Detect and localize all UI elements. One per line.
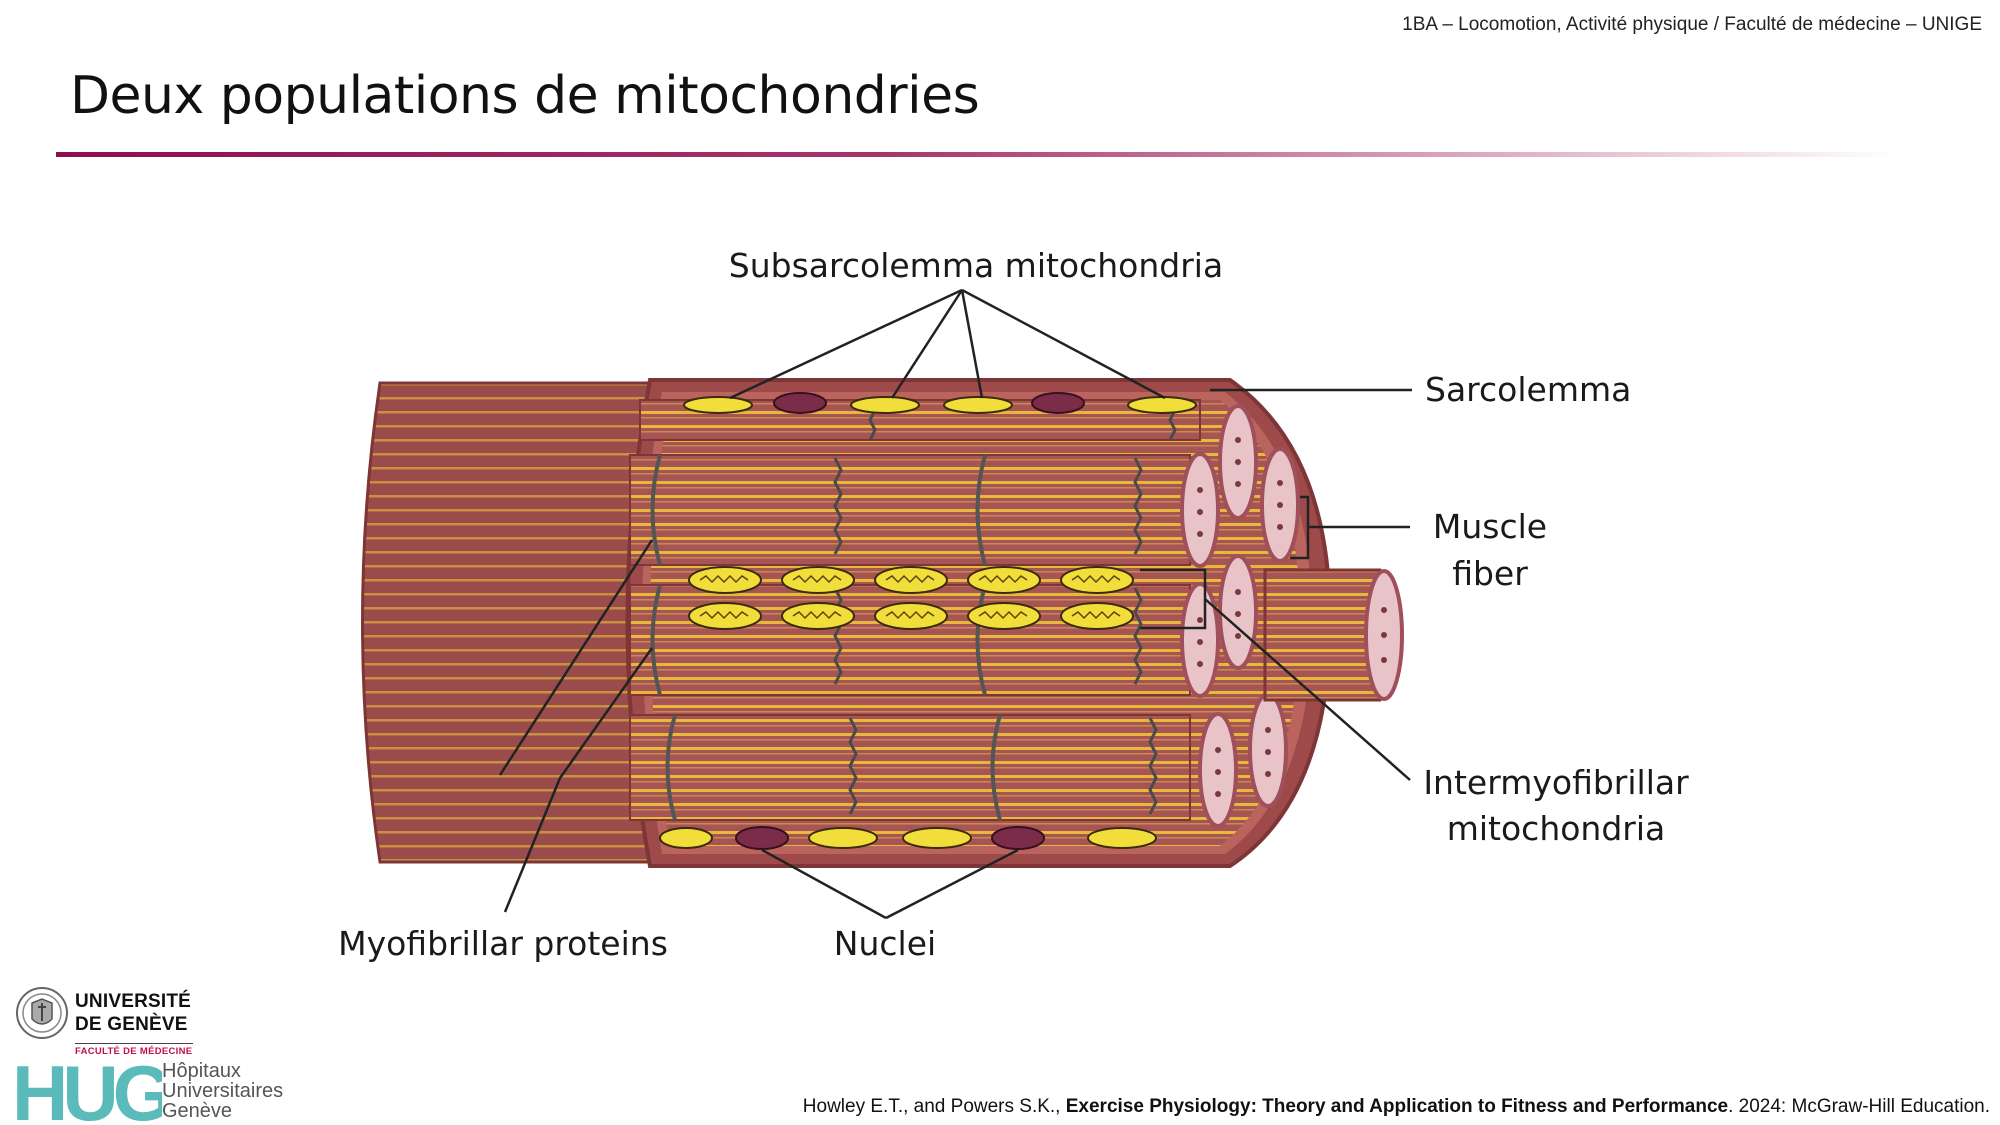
nuclei	[735, 392, 1085, 850]
leader-lines	[498, 288, 1412, 920]
label-muscle-fiber-line2: fiber	[1452, 554, 1528, 593]
citation: Howley E.T., and Powers S.K., Exercise P…	[803, 1096, 1990, 1118]
citation-work: Exercise Physiology: Theory and Applicat…	[1065, 1096, 1729, 1117]
slide-title: Deux populations de mitochondries	[70, 66, 980, 126]
hug-line1: Hôpitaux	[162, 1060, 241, 1082]
hug-wordmark: Hôpitaux Universitaires Genève	[162, 1061, 283, 1121]
unige-line1: UNIVERSITÉ	[75, 991, 192, 1012]
label-nuclei: Nuclei	[834, 924, 936, 963]
title-underline	[56, 152, 1896, 157]
unige-faculty: FACULTÉ DE MÉDECINE	[75, 1043, 193, 1057]
hug-mark: HUG	[12, 1060, 162, 1122]
label-intermyofibrillar-line2: mitochondria	[1447, 809, 1666, 848]
label-subsarcolemma-mitochondria: Subsarcolemma mitochondria	[729, 246, 1223, 285]
label-myofibrillar-proteins: Myofibrillar proteins	[338, 924, 668, 963]
unige-wordmark: UNIVERSITÉ DE GENÈVE	[75, 990, 191, 1036]
course-header: 1BA – Locomotion, Activité physique / Fa…	[1402, 14, 1982, 35]
citation-publisher: . 2024: McGraw-Hill Education.	[1728, 1096, 1990, 1117]
unige-seal-logo	[16, 987, 68, 1039]
label-intermyofibrillar-line1: Intermyofibrillar	[1423, 763, 1689, 802]
citation-authors: Howley E.T., and Powers S.K.,	[802, 1096, 1066, 1117]
hug-line3: Genève	[162, 1100, 233, 1122]
label-muscle-fiber-line1: Muscle	[1433, 507, 1547, 546]
hug-line2: Universitaires	[162, 1080, 284, 1102]
hug-logo: HUG	[12, 1060, 162, 1122]
fiber-cross-sections	[1180, 404, 1404, 828]
label-sarcolemma: Sarcolemma	[1425, 370, 1631, 409]
unige-line2: DE GENÈVE	[75, 1014, 188, 1035]
